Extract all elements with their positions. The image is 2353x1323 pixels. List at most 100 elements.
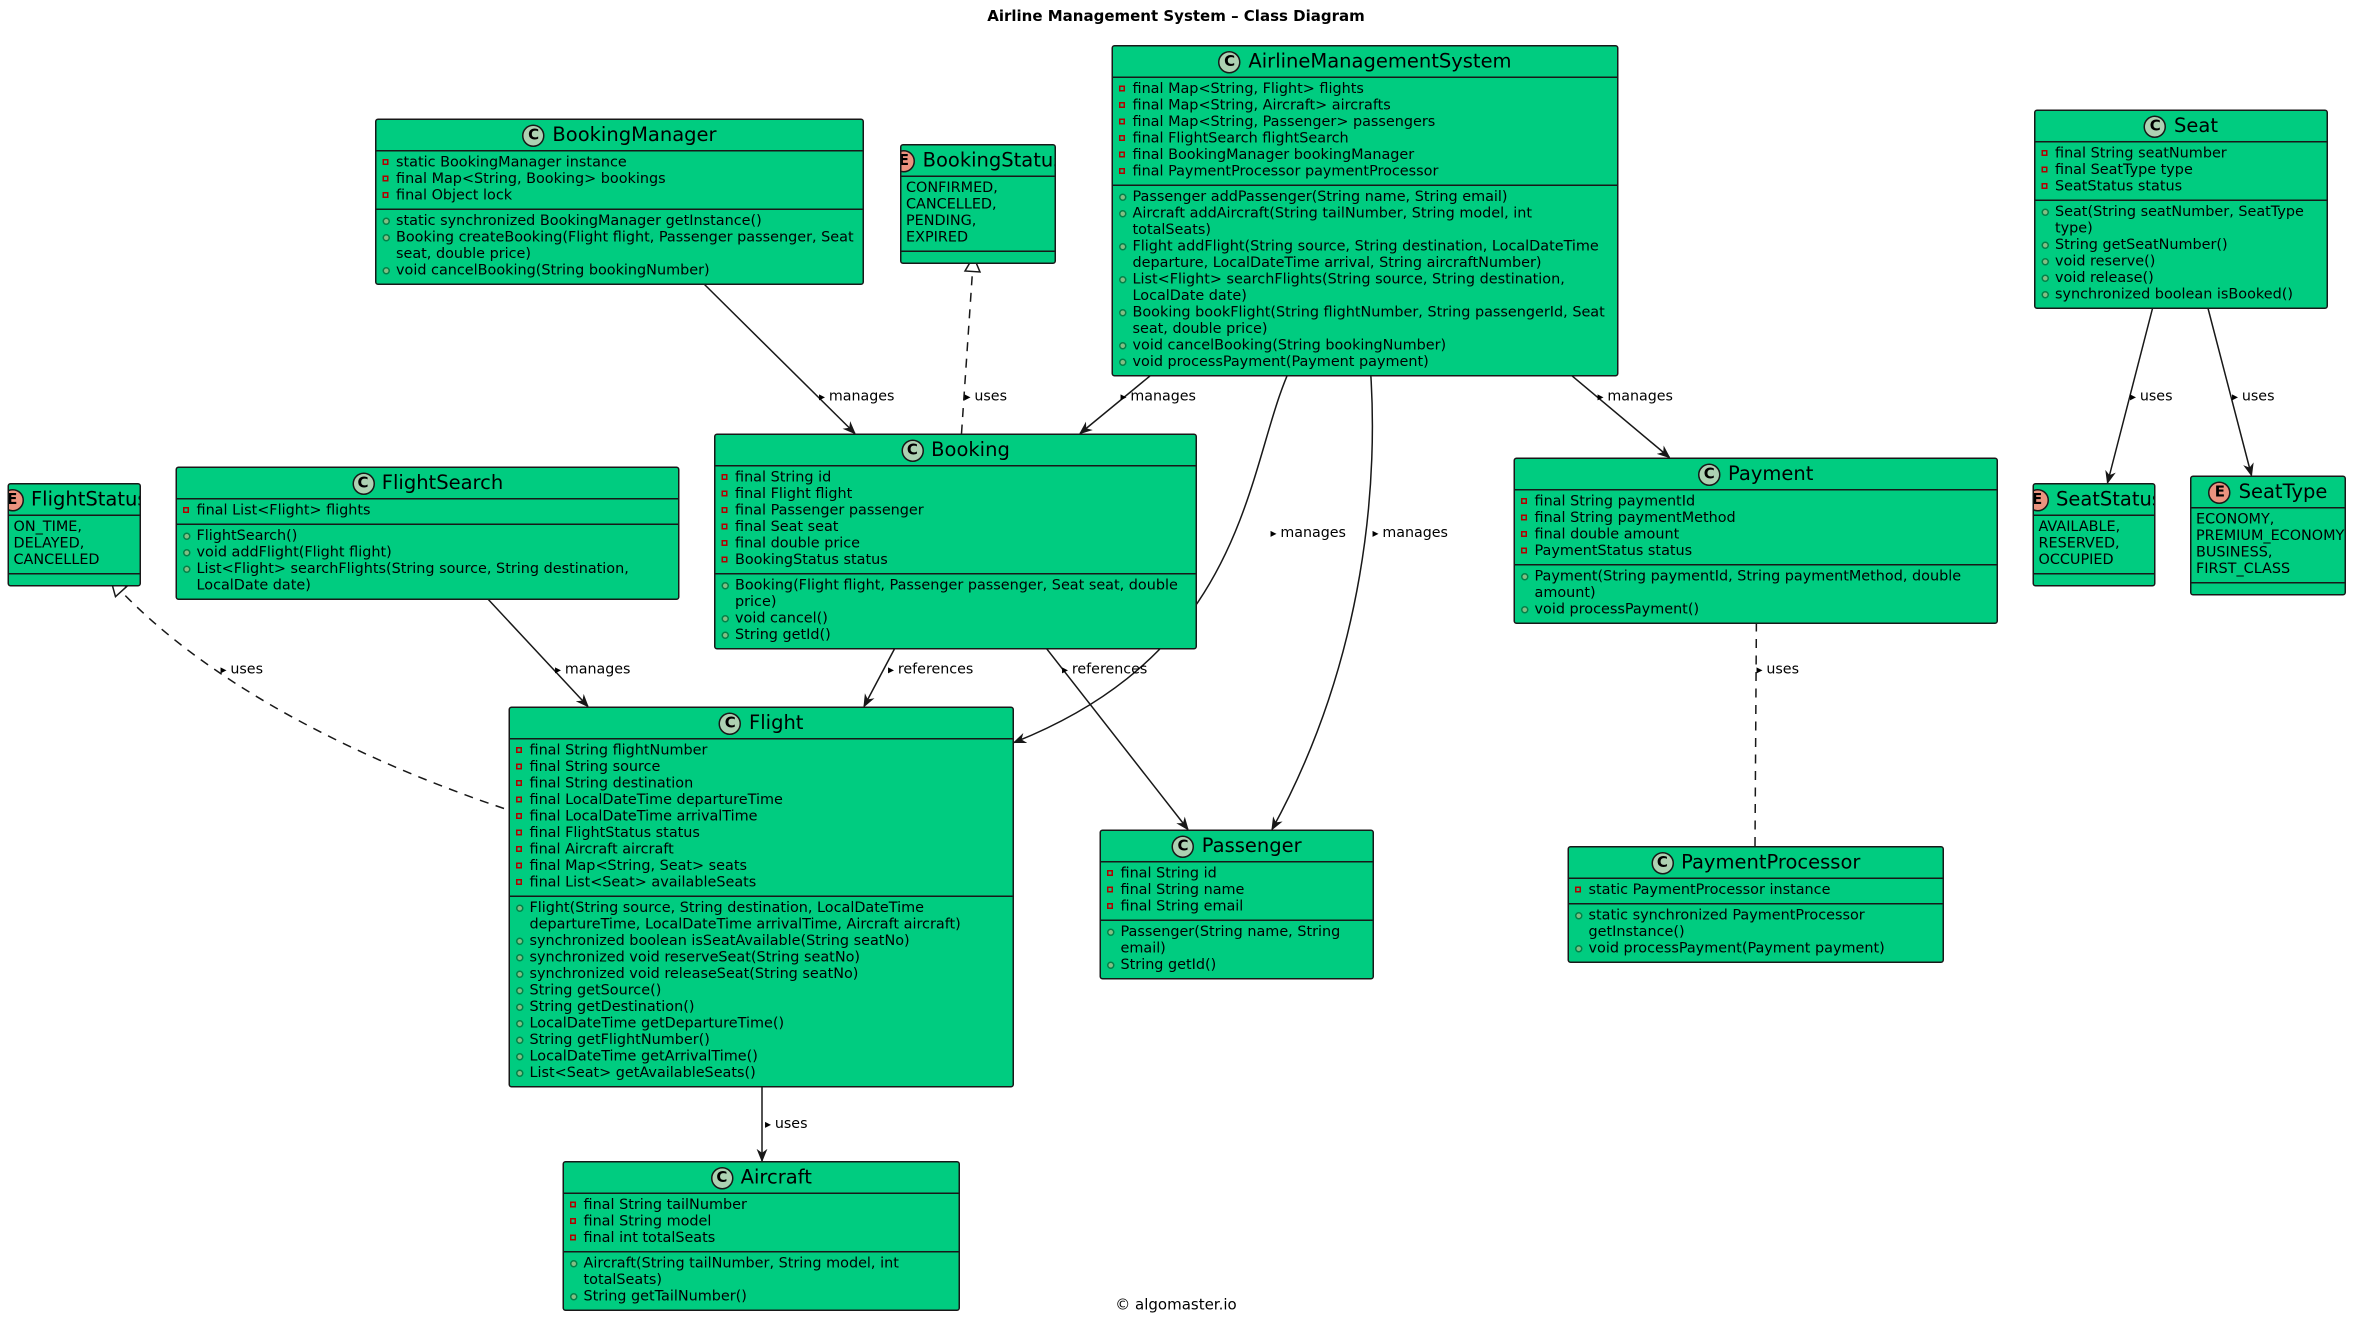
- field-item: final FlightSearch flightSearch: [1113, 131, 1617, 147]
- method-item: FlightSearch(): [177, 528, 678, 545]
- method-item: List<Seat> getAvailableSeats(): [510, 1065, 1013, 1082]
- relation-label-airline-management-system-to-flight: ▸ manages: [1271, 525, 1346, 542]
- booking-manager-methods: static synchronized BookingManager getIn…: [377, 210, 863, 284]
- payment-processor-fields: static PaymentProcessor instance: [1569, 879, 1943, 905]
- enum-literal: RESERVED,: [2038, 535, 2120, 553]
- direction-arrow-icon: ▸: [1120, 390, 1131, 404]
- field-item: static BookingManager instance: [377, 155, 863, 171]
- direction-arrow-icon: ▸: [819, 390, 829, 404]
- relation-seat-to-seat-type: [2202, 290, 2254, 477]
- method-item: String getFlightNumber(): [510, 1032, 1013, 1049]
- field-item: final LocalDateTime departureTime: [510, 792, 1013, 809]
- relation-label-text: uses: [974, 388, 1007, 406]
- relation-seat-to-seat-status: [2105, 290, 2158, 485]
- method-item: void reserve(): [2036, 254, 2327, 270]
- passenger-methods: Passenger(String name, String email)Stri…: [1101, 921, 1373, 978]
- direction-arrow-icon: ▸: [1756, 663, 1767, 677]
- class-badge-icon: C: [2143, 114, 2167, 138]
- seat-methods: Seat(String seatNumber, SeatType type)St…: [2036, 201, 2327, 308]
- class-badge-icon: C: [1218, 50, 1241, 73]
- flight-status-name: FlightStatus: [30, 488, 141, 511]
- field-item: final Aircraft aircraft: [510, 842, 1013, 858]
- flight-methods: Flight(String source, String destination…: [510, 897, 1013, 1086]
- field-item: SeatStatus status: [2036, 179, 2327, 195]
- field-item: final String source: [510, 759, 1013, 776]
- method-item: static synchronized PaymentProcessor get…: [1569, 908, 1943, 941]
- method-item: synchronized boolean isBooked(): [2036, 287, 2327, 303]
- class-badge-icon: C: [1698, 462, 1721, 486]
- direction-arrow-icon: ▸: [765, 1117, 775, 1132]
- class-badge-icon: C: [719, 711, 742, 735]
- method-item: void cancelBooking(String bookingNumber): [377, 263, 863, 279]
- relation-label-text: manages: [564, 661, 631, 679]
- direction-arrow-icon: ▸: [2130, 390, 2140, 404]
- method-item: synchronized boolean isSeatAvailable(Str…: [510, 933, 1013, 950]
- seat-type-empty-section: [2192, 584, 2345, 595]
- enum-badge-icon: E: [2034, 488, 2049, 511]
- method-item: Payment(String paymentId, String payment…: [1515, 569, 1997, 602]
- seat-type-literals: ECONOMY,PREMIUM_ECONOMY,BUSINESS,FIRST_C…: [2191, 509, 2345, 584]
- method-item: void cancelBooking(String bookingNumber): [1113, 338, 1617, 354]
- method-item: void processPayment(): [1515, 602, 1997, 618]
- method-item: void cancel(): [716, 611, 1196, 627]
- field-item: final String tailNumber: [564, 1197, 959, 1214]
- method-item: Seat(String seatNumber, SeatType type): [2036, 204, 2327, 237]
- class-badge-icon: C: [522, 123, 545, 147]
- seat-status-name: SeatStatus: [2055, 488, 2156, 511]
- method-item: synchronized void reserveSeat(String sea…: [510, 950, 1013, 966]
- relation-label-seat-to-seat-type: ▸ uses: [2232, 389, 2274, 406]
- aircraft-name: Aircraft: [740, 1166, 812, 1189]
- field-item: final String seatNumber: [2036, 146, 2327, 162]
- field-item: final String paymentMethod: [1515, 510, 1997, 527]
- relation-airline-management-system-to-flight: [1012, 356, 1297, 744]
- field-item: final List<Seat> availableSeats: [510, 875, 1013, 891]
- relation-booking-to-passenger: [1031, 629, 1189, 831]
- relation-label-flight-to-aircraft: ▸ uses: [765, 1116, 807, 1133]
- method-item: String getId(): [716, 627, 1196, 644]
- class-badge-icon: C: [1651, 851, 1674, 874]
- relation-label-text: uses: [2139, 388, 2173, 406]
- method-item: void processPayment(Payment payment): [1569, 941, 1943, 957]
- relation-booking-to-booking-status: [960, 257, 974, 434]
- relation-flight-search-to-flight: [485, 596, 589, 708]
- method-item: synchronized void releaseSeat(String sea…: [510, 966, 1013, 983]
- enum-literal: PENDING,: [906, 213, 977, 230]
- field-item: final Object lock: [377, 188, 863, 204]
- method-item: void processPayment(Payment payment): [1113, 354, 1617, 371]
- relation-label-booking-to-passenger: ▸ references: [1062, 662, 1147, 679]
- class-badge-icon: C: [1171, 834, 1195, 858]
- relation-label-text: manages: [828, 388, 895, 406]
- relation-label-text: manages: [1130, 388, 1196, 406]
- relation-label-airline-management-system-to-payment: ▸ manages: [1598, 389, 1673, 406]
- enum-badge-icon: E: [2208, 480, 2232, 504]
- direction-arrow-icon: ▸: [888, 663, 898, 677]
- flight-status-literals: ON_TIME,DELAYED,CANCELLED: [9, 516, 140, 575]
- direction-arrow-icon: ▸: [964, 390, 975, 404]
- method-item: void release(): [2036, 270, 2327, 287]
- field-item: final int totalSeats: [564, 1230, 959, 1247]
- direction-arrow-icon: ▸: [1270, 526, 1281, 541]
- flight-search-fields: final List<Flight> flights: [177, 500, 678, 525]
- seat-status-literals: AVAILABLE,RESERVED,OCCUPIED: [2034, 516, 2154, 575]
- relation-label-flight-search-to-flight: ▸ manages: [555, 662, 630, 679]
- enum-literal: EXPIRED: [906, 229, 969, 247]
- relation-label-text: manages: [1280, 525, 1346, 542]
- diagram-footer: © algomaster.io: [1115, 1297, 1237, 1315]
- relation-label-airline-management-system-to-passenger: ▸ manages: [1373, 525, 1448, 542]
- enum-literal: DELAYED,: [13, 535, 85, 553]
- direction-arrow-icon: ▸: [555, 663, 565, 677]
